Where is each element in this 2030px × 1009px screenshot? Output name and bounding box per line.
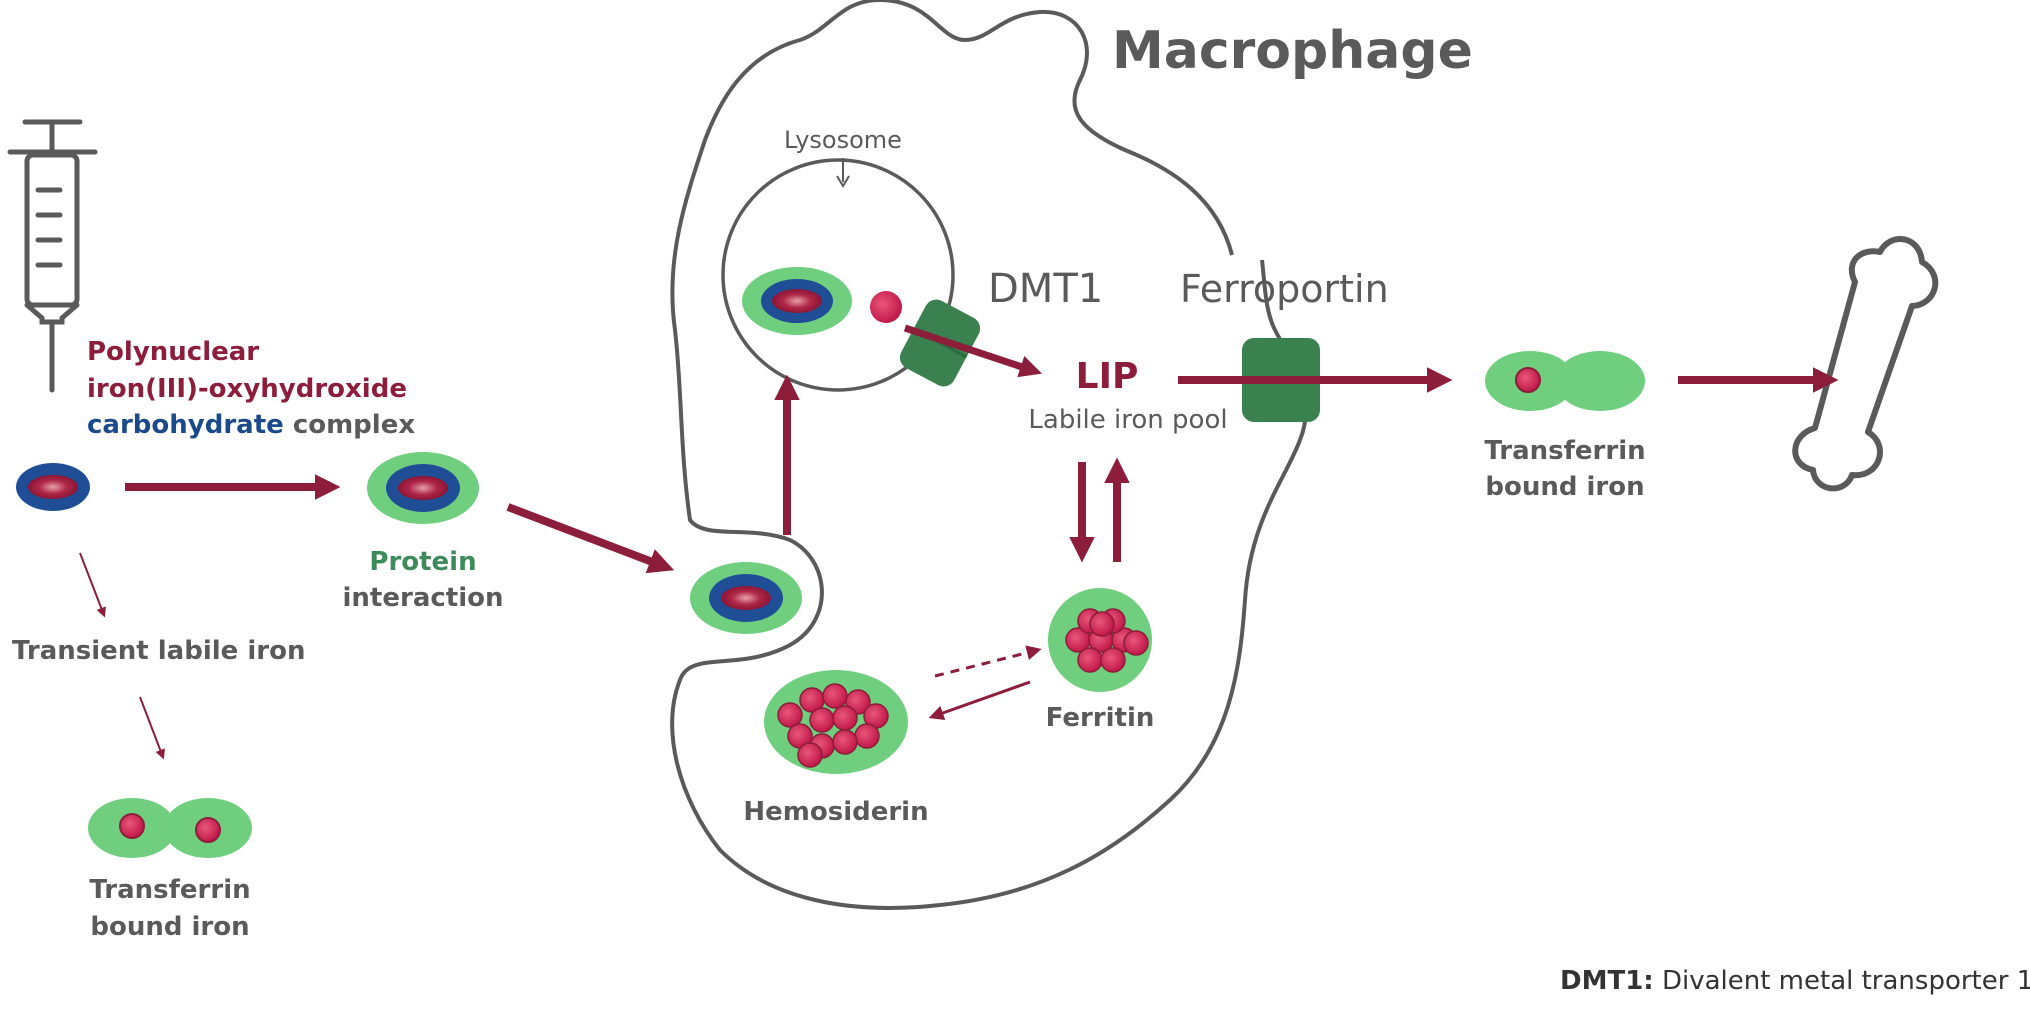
footnote-definition: Divalent metal transporter 1 <box>1653 966 2030 996</box>
transferrin-right <box>1485 351 1645 411</box>
lysosome-label: Lysosome <box>784 126 902 154</box>
complex-label-line1: Polynuclear <box>87 337 260 367</box>
lip-label: LIP <box>1075 356 1139 397</box>
transferrin-right-label-1: Transferrin <box>1484 436 1646 466</box>
dmt1-label: DMT1 <box>988 266 1104 312</box>
arrow-ferritin-to-hemosiderin <box>928 680 1031 721</box>
transient-label: Transient labile iron <box>12 636 306 666</box>
transferrin-left <box>88 798 252 858</box>
arrows <box>79 324 1839 760</box>
protein-label-line2: interaction <box>342 583 504 613</box>
arrow-dmt1-to-lip <box>903 324 1043 378</box>
macrophage-label: Macrophage <box>1112 21 1473 81</box>
arrow-complex-to-transient <box>79 552 106 618</box>
complex-label-line3: carbohydrate complex <box>87 410 415 441</box>
free-iron-dot <box>870 291 902 323</box>
injected-complex <box>16 463 90 511</box>
complex-label-line2: iron(III)-oxyhydroxide <box>87 374 407 404</box>
footnote: DMT1: Divalent metal transporter 1 <box>1560 966 2030 997</box>
transferrin-left-label-2: bound iron <box>90 912 250 942</box>
lysosome-complex <box>742 267 852 335</box>
protein-complex <box>367 452 479 524</box>
ferroportin-label: Ferroportin <box>1180 267 1389 311</box>
complex-word: complex <box>283 410 416 440</box>
hemosiderin-label: Hemosiderin <box>743 797 929 827</box>
lip-sub-label: Labile iron pool <box>1028 405 1228 435</box>
macrophage-membrane <box>670 0 1308 910</box>
endocytosed-complex <box>690 562 802 634</box>
footnote-abbrev: DMT1: <box>1560 966 1654 996</box>
arrow-hemosiderin-to-ferritin <box>934 645 1042 678</box>
carbohydrate-word: carbohydrate <box>87 410 284 440</box>
ferritin-label: Ferritin <box>1045 703 1155 733</box>
transferrin-left-label-1: Transferrin <box>89 875 251 905</box>
transferrin-right-label-2: bound iron <box>1485 472 1645 502</box>
bone-icon <box>1792 236 1939 492</box>
arrow-transient-to-transferrin <box>139 696 165 760</box>
ferritin <box>1048 588 1152 692</box>
syringe-icon <box>7 119 98 393</box>
hemosiderin <box>764 670 908 774</box>
protein-label-line1: Protein <box>369 547 477 577</box>
arrow-protein-to-cell <box>506 503 675 574</box>
